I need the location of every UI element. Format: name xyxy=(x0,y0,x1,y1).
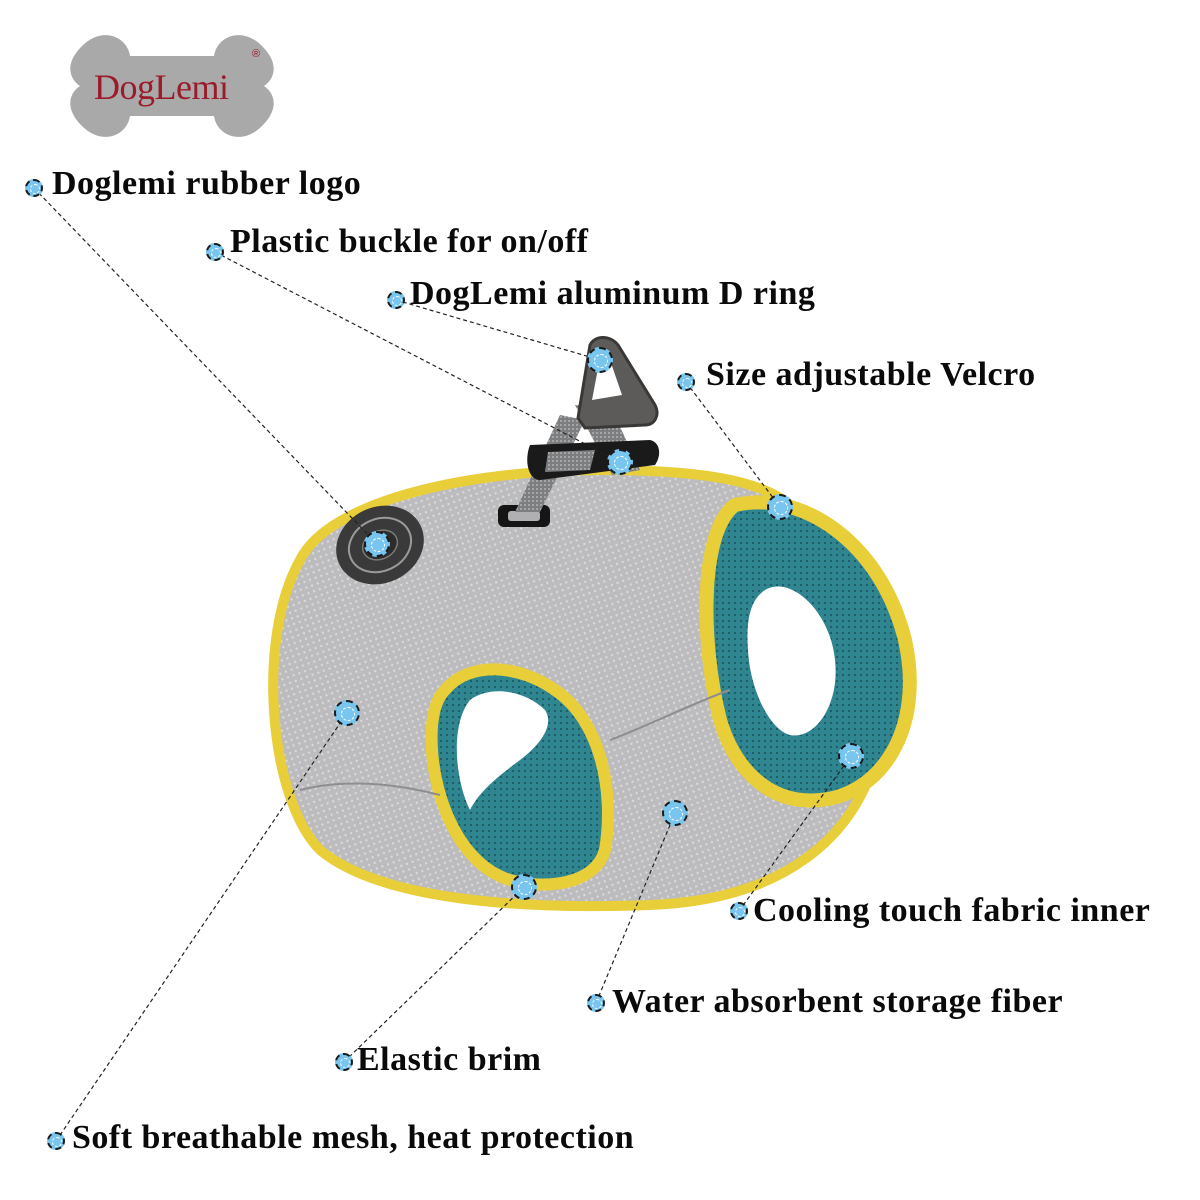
label-velcro: Size adjustable Velcro xyxy=(706,356,1036,393)
logo-wordmark: DogLemi xyxy=(94,67,229,107)
label-plastic-buckle: Plastic buckle for on/off xyxy=(230,223,589,260)
label-dot-water-fiber xyxy=(587,994,605,1012)
label-dot-breathable-mesh xyxy=(47,1132,65,1150)
bone-shape-icon xyxy=(70,35,274,137)
brand-logo: DogLemi ® xyxy=(42,26,302,146)
registered-mark: ® xyxy=(252,48,261,60)
label-cooling-fabric: Cooling touch fabric inner xyxy=(753,892,1151,929)
marker-breathable-mesh[interactable] xyxy=(334,700,360,726)
label-d-ring: DogLemi aluminum D ring xyxy=(410,275,816,312)
label-dot-d-ring xyxy=(387,291,405,309)
marker-cooling-fabric[interactable] xyxy=(838,743,864,769)
label-elastic-brim: Elastic brim xyxy=(357,1041,542,1078)
label-dot-velcro xyxy=(677,373,695,391)
harness-body xyxy=(268,465,917,912)
label-dot-cooling-fabric xyxy=(730,902,748,920)
label-dot-rubber-logo xyxy=(25,179,43,197)
label-dot-elastic-brim xyxy=(335,1053,353,1071)
marker-rubber-logo[interactable] xyxy=(364,531,390,557)
label-water-fiber: Water absorbent storage fiber xyxy=(612,983,1064,1020)
marker-d-ring[interactable] xyxy=(587,347,613,373)
leader-lines xyxy=(33,187,852,1142)
marker-plastic-buckle[interactable] xyxy=(607,449,633,475)
marker-elastic-brim[interactable] xyxy=(511,874,537,900)
label-breathable-mesh: Soft breathable mesh, heat protection xyxy=(72,1119,635,1156)
label-rubber-logo: Doglemi rubber logo xyxy=(52,165,362,202)
marker-water-fiber[interactable] xyxy=(662,800,688,826)
label-dot-plastic-buckle xyxy=(206,243,224,261)
marker-velcro[interactable] xyxy=(767,494,793,520)
